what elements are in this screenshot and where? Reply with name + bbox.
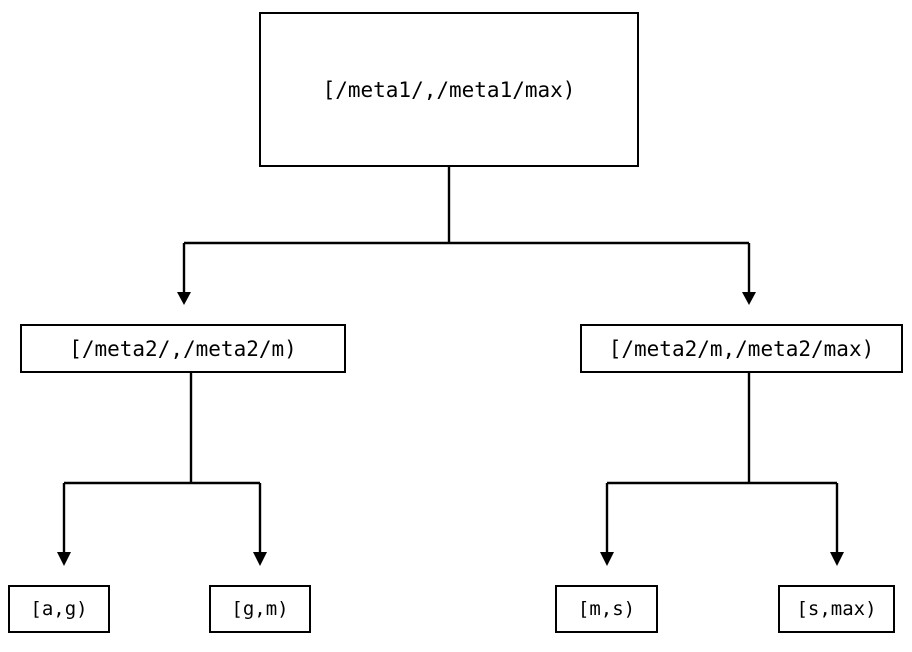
node-leaf-4[interactable]: [s,max) bbox=[778, 585, 895, 633]
node-mid-right[interactable]: [/meta2/m,/meta2/max) bbox=[580, 324, 903, 373]
node-leaf-2[interactable]: [g,m) bbox=[209, 585, 311, 633]
arrowhead-leaf-3 bbox=[600, 552, 614, 566]
node-leaf-1[interactable]: [a,g) bbox=[8, 585, 110, 633]
node-mid-left-label: [/meta2/,/meta2/m) bbox=[69, 336, 297, 361]
node-mid-right-label: [/meta2/m,/meta2/max) bbox=[608, 336, 875, 361]
node-root[interactable]: [/meta1/,/meta1/max) bbox=[259, 12, 639, 167]
node-leaf-3-label: [m,s) bbox=[577, 598, 636, 620]
arrowhead-leaf-1 bbox=[57, 552, 71, 566]
node-leaf-3[interactable]: [m,s) bbox=[555, 585, 658, 633]
arrowhead-leaf-2 bbox=[253, 552, 267, 566]
node-leaf-1-label: [a,g) bbox=[30, 598, 88, 620]
node-mid-left[interactable]: [/meta2/,/meta2/m) bbox=[20, 324, 346, 373]
arrowhead-mid-right bbox=[742, 292, 756, 305]
node-root-label: [/meta1/,/meta1/max) bbox=[322, 77, 576, 102]
node-leaf-2-label: [g,m) bbox=[231, 598, 289, 620]
arrowhead-mid-left bbox=[177, 292, 191, 305]
arrowhead-leaf-4 bbox=[830, 552, 844, 566]
node-leaf-4-label: [s,max) bbox=[796, 598, 877, 620]
